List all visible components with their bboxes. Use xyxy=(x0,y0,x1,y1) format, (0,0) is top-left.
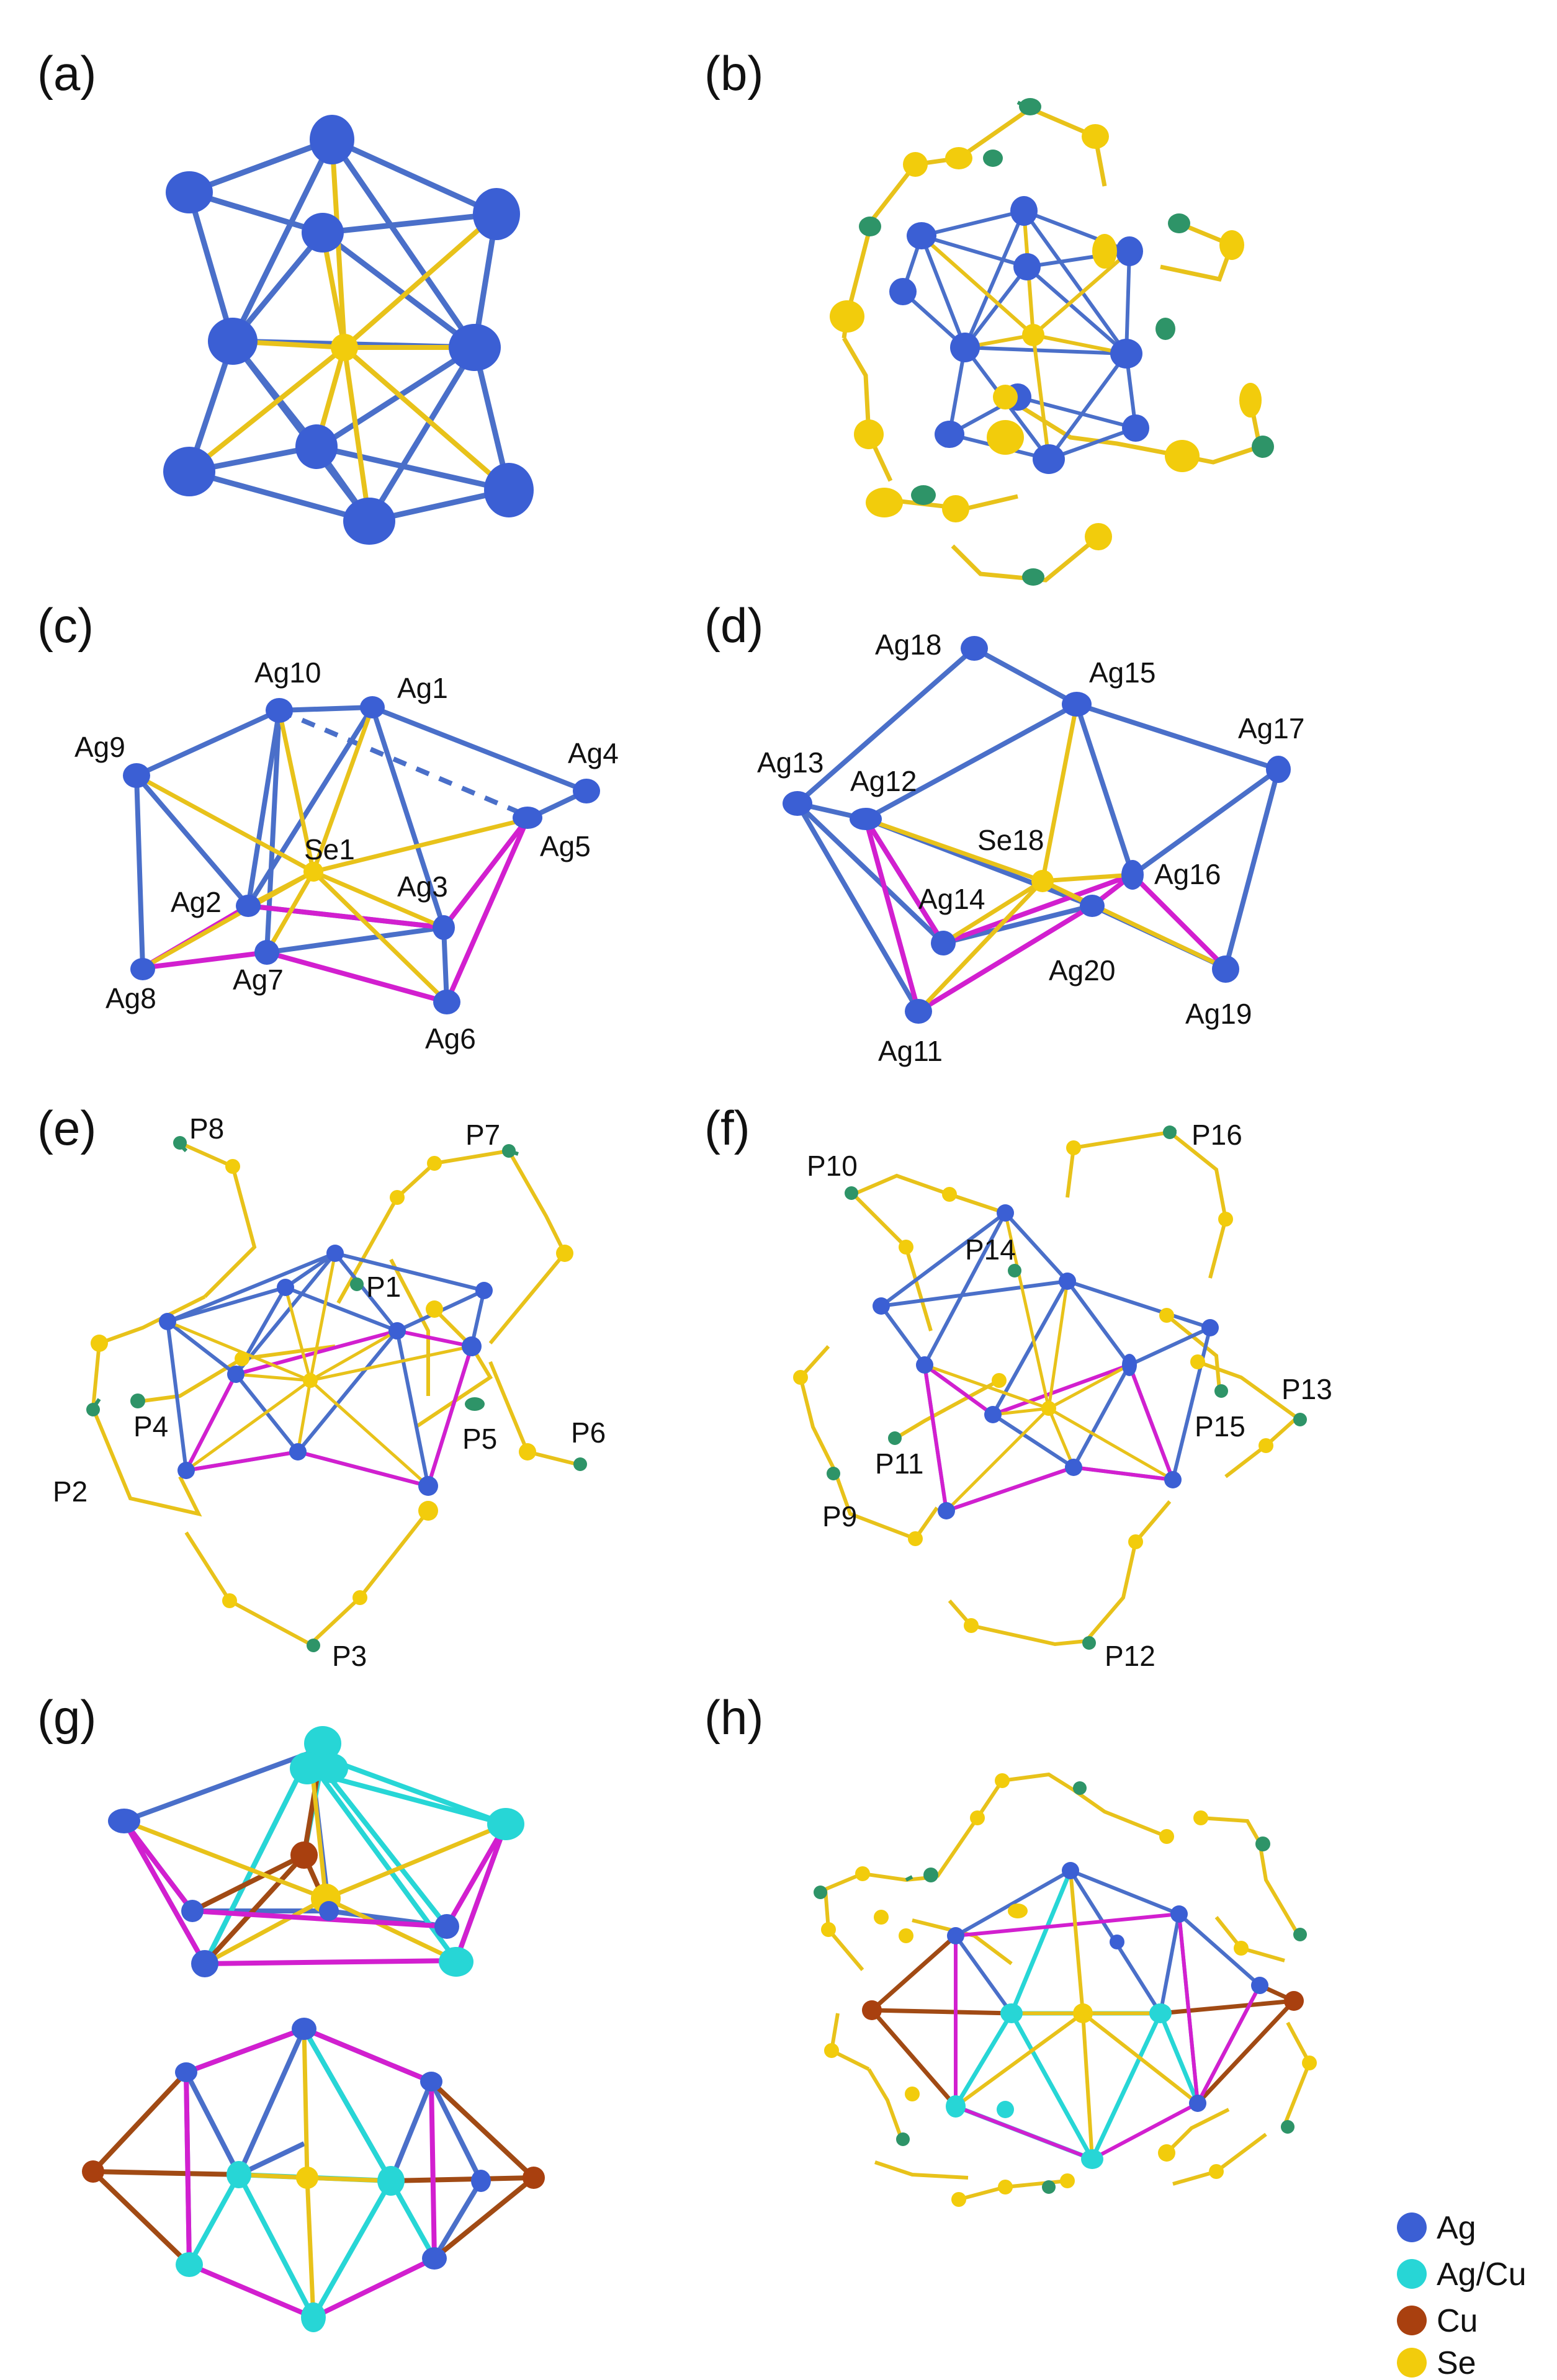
label-ag8: Ag8 xyxy=(105,982,156,1014)
label-p1: P1 xyxy=(366,1271,401,1303)
legend-swatch-se xyxy=(1397,2348,1427,2378)
label-ag16: Ag16 xyxy=(1154,858,1221,890)
label-ag5: Ag5 xyxy=(540,830,591,862)
label-ag18: Ag18 xyxy=(875,629,941,661)
panel-label-h: (h) xyxy=(704,1690,763,1745)
panel-g-agcu-core xyxy=(82,1726,545,2332)
label-ag15: Ag15 xyxy=(1089,656,1155,689)
panel-label-c: (c) xyxy=(37,598,94,653)
panel-h-agcu-cluster xyxy=(814,1772,1317,2207)
legend: Ag Ag/Cu Cu Se xyxy=(1397,2210,1527,2380)
label-ag13: Ag13 xyxy=(757,746,823,779)
panel-label-b: (b) xyxy=(704,46,763,101)
label-p6: P6 xyxy=(571,1416,606,1449)
legend-swatch-cu xyxy=(1397,2306,1427,2335)
panel-b-cluster-full xyxy=(830,98,1274,586)
label-ag20: Ag20 xyxy=(1049,954,1115,986)
panel-label-g: (g) xyxy=(37,1690,96,1745)
label-ag9: Ag9 xyxy=(74,731,125,763)
legend-swatch-agcu xyxy=(1397,2259,1427,2289)
label-ag6: Ag6 xyxy=(425,1022,476,1055)
label-p14: P14 xyxy=(965,1233,1016,1266)
panel-label-a: (a) xyxy=(37,46,96,101)
label-ag3: Ag3 xyxy=(397,870,448,903)
label-ag17: Ag17 xyxy=(1238,712,1304,745)
label-se1: Se1 xyxy=(304,833,355,866)
label-p2: P2 xyxy=(53,1475,87,1508)
label-p4: P4 xyxy=(133,1410,168,1443)
label-ag14: Ag14 xyxy=(918,883,985,915)
panel-d-ag10-core: Ag18 Ag15 Ag17 Ag13 Ag12 Se18 Ag16 Ag14 … xyxy=(757,629,1304,1067)
panel-label-d: (d) xyxy=(704,598,763,653)
panel-a-ag-cage xyxy=(163,115,534,545)
label-ag19: Ag19 xyxy=(1185,998,1252,1030)
label-ag7: Ag7 xyxy=(233,964,284,996)
label-se18: Se18 xyxy=(977,824,1044,856)
label-ag11: Ag11 xyxy=(878,1035,943,1067)
label-p9: P9 xyxy=(822,1500,857,1532)
label-ag12: Ag12 xyxy=(850,765,917,797)
label-p8: P8 xyxy=(189,1112,224,1145)
label-p7: P7 xyxy=(465,1119,500,1151)
panel-f-cluster-ligands: P16 P10 P14 P13 P15 P11 P9 P12 xyxy=(793,1119,1332,1672)
label-p5: P5 xyxy=(462,1423,497,1455)
label-p13: P13 xyxy=(1281,1373,1332,1405)
legend-label-cu: Cu xyxy=(1437,2303,1478,2339)
label-p15: P15 xyxy=(1195,1410,1245,1443)
label-p12: P12 xyxy=(1105,1640,1155,1672)
label-ag10: Ag10 xyxy=(254,656,321,689)
panel-label-f: (f) xyxy=(704,1101,750,1155)
panel-c-ag10-core: Ag10 Ag1 Ag9 Ag4 Se1 Ag5 Ag2 Ag3 Ag7 Ag8… xyxy=(74,656,619,1055)
label-p11: P11 xyxy=(875,1447,923,1480)
panel-label-e: (e) xyxy=(37,1101,96,1155)
label-ag2: Ag2 xyxy=(171,886,222,918)
label-p10: P10 xyxy=(807,1150,858,1182)
legend-swatch-ag xyxy=(1397,2212,1427,2242)
label-p3: P3 xyxy=(332,1640,367,1672)
legend-label-se: Se xyxy=(1437,2345,1476,2380)
legend-label-ag: Ag xyxy=(1437,2210,1476,2246)
label-ag1: Ag1 xyxy=(397,672,448,704)
panel-e-cluster-ligands: P8 P7 P1 P4 P5 P6 P2 P3 xyxy=(53,1112,606,1672)
legend-label-agcu: Ag/Cu xyxy=(1437,2257,1527,2293)
label-ag4: Ag4 xyxy=(568,737,619,769)
label-p16: P16 xyxy=(1191,1119,1242,1151)
